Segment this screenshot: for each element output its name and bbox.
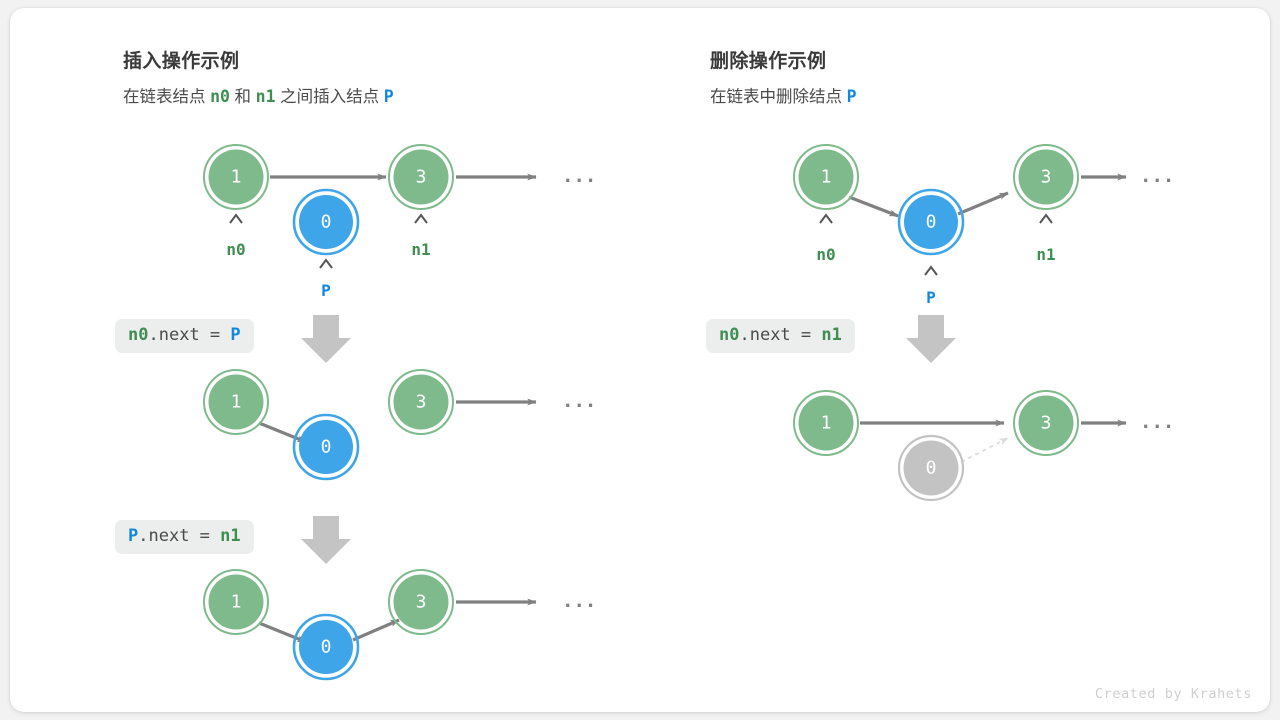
node-value: 1 (231, 392, 242, 413)
node-0: 0 (292, 613, 360, 681)
node-n1: 3 (388, 144, 454, 210)
delete-code-1-part-1: .next = (739, 325, 822, 345)
ellipsis-dots: ... (562, 390, 596, 412)
insert-subtitle-part-2: 和 (229, 88, 256, 106)
node-label-p: P (926, 288, 936, 307)
insert-panel-title: 插入操作示例 (123, 51, 240, 72)
ellipsis-dots: ... (562, 590, 596, 612)
node-value: 0 (321, 637, 332, 658)
insert-step-2-arrow (301, 516, 351, 564)
insert-subtitle-part-3: n1 (255, 87, 276, 106)
insert-step-2-code: P.next = n1 (115, 520, 254, 554)
insert-subtitle-part-4: 之间插入结点 (275, 88, 384, 106)
delete-row-2: 1 0 3 ... (793, 390, 1174, 502)
delete-subtitle-part-0: 在链表中删除结点 (710, 88, 847, 106)
credit-text: Created by Krahets (1094, 686, 1252, 702)
node-value: 3 (1041, 167, 1052, 188)
node-p: 0 (897, 188, 965, 256)
caret-icon (229, 213, 243, 224)
node-3: 3 (388, 569, 454, 635)
node-value: 3 (416, 167, 427, 188)
node-value: 0 (926, 458, 937, 479)
delete-step-1-code: n0.next = n1 (706, 319, 855, 353)
insert-subtitle-part-0: 在链表结点 (123, 88, 211, 106)
delete-panel-title: 删除操作示例 (710, 51, 827, 72)
delete-step-1-arrow (906, 315, 956, 363)
insert-row-1: 1 0 3 ... (203, 144, 596, 269)
insert-step-1-arrow (301, 315, 351, 363)
ellipsis-dots: ... (1140, 165, 1174, 187)
node-p: 0 (292, 188, 360, 256)
node-value: 3 (416, 592, 427, 613)
delete-subtitle-part-1: P (846, 87, 857, 106)
insert-row-2: 1 0 3 ... (203, 369, 596, 481)
insert-code-1-part-1: .next = (148, 325, 231, 345)
caret-icon (319, 258, 333, 269)
ellipsis-dots: ... (1140, 411, 1174, 433)
insert-row-3: 1 0 3 ... (203, 569, 596, 681)
insert-subtitle-part-5: P (383, 87, 394, 106)
removed-link (960, 437, 1009, 463)
ellipsis-dots: ... (562, 165, 596, 187)
node-value: 3 (1041, 413, 1052, 434)
caret-icon (819, 213, 833, 224)
insert-code-2-part-0: P (128, 526, 139, 546)
node-value: 0 (321, 212, 332, 233)
node-label-n0: n0 (816, 245, 836, 264)
delete-panel-subtitle: 在链表中删除结点 P (710, 83, 857, 107)
delete-code-1-part-0: n0 (719, 325, 740, 345)
node-1: 1 (793, 390, 859, 456)
node-value: 1 (821, 413, 832, 434)
delete-code-1-part-2: n1 (821, 325, 842, 345)
node-value: 0 (926, 212, 937, 233)
insert-code-2-part-1: .next = (138, 526, 221, 546)
caret-icon (1039, 213, 1053, 224)
insert-code-1-part-2: P (230, 325, 241, 345)
node-value: 0 (321, 437, 332, 458)
node-3: 3 (388, 369, 454, 435)
node-value: 1 (231, 167, 242, 188)
insert-subtitle-part-1: n0 (210, 87, 230, 106)
insert-panel-subtitle: 在链表结点 n0 和 n1 之间插入结点 P (123, 83, 394, 107)
delete-row-1: 1 0 3 ... (793, 144, 1174, 276)
insert-step-1-code: n0.next = P (115, 319, 254, 353)
caret-icon (924, 265, 938, 276)
caret-icon (414, 213, 428, 224)
node-label-p: P (321, 281, 331, 300)
node-0: 0 (292, 413, 360, 481)
node-1: 1 (203, 369, 269, 435)
node-label-n0: n0 (226, 240, 246, 259)
insert-code-2-part-2: n1 (220, 526, 241, 546)
node-value: 3 (416, 392, 427, 413)
node-value: 1 (231, 592, 242, 613)
node-n1: 3 (1013, 144, 1079, 210)
node-1: 1 (203, 569, 269, 635)
node-0-removed: 0 (897, 434, 965, 502)
insert-code-1-part-0: n0 (128, 325, 149, 345)
node-n0: 1 (203, 144, 269, 210)
node-label-n1: n1 (411, 240, 431, 259)
node-value: 1 (821, 167, 832, 188)
node-n0: 1 (793, 144, 859, 210)
node-3: 3 (1013, 390, 1079, 456)
node-label-n1: n1 (1036, 245, 1056, 264)
